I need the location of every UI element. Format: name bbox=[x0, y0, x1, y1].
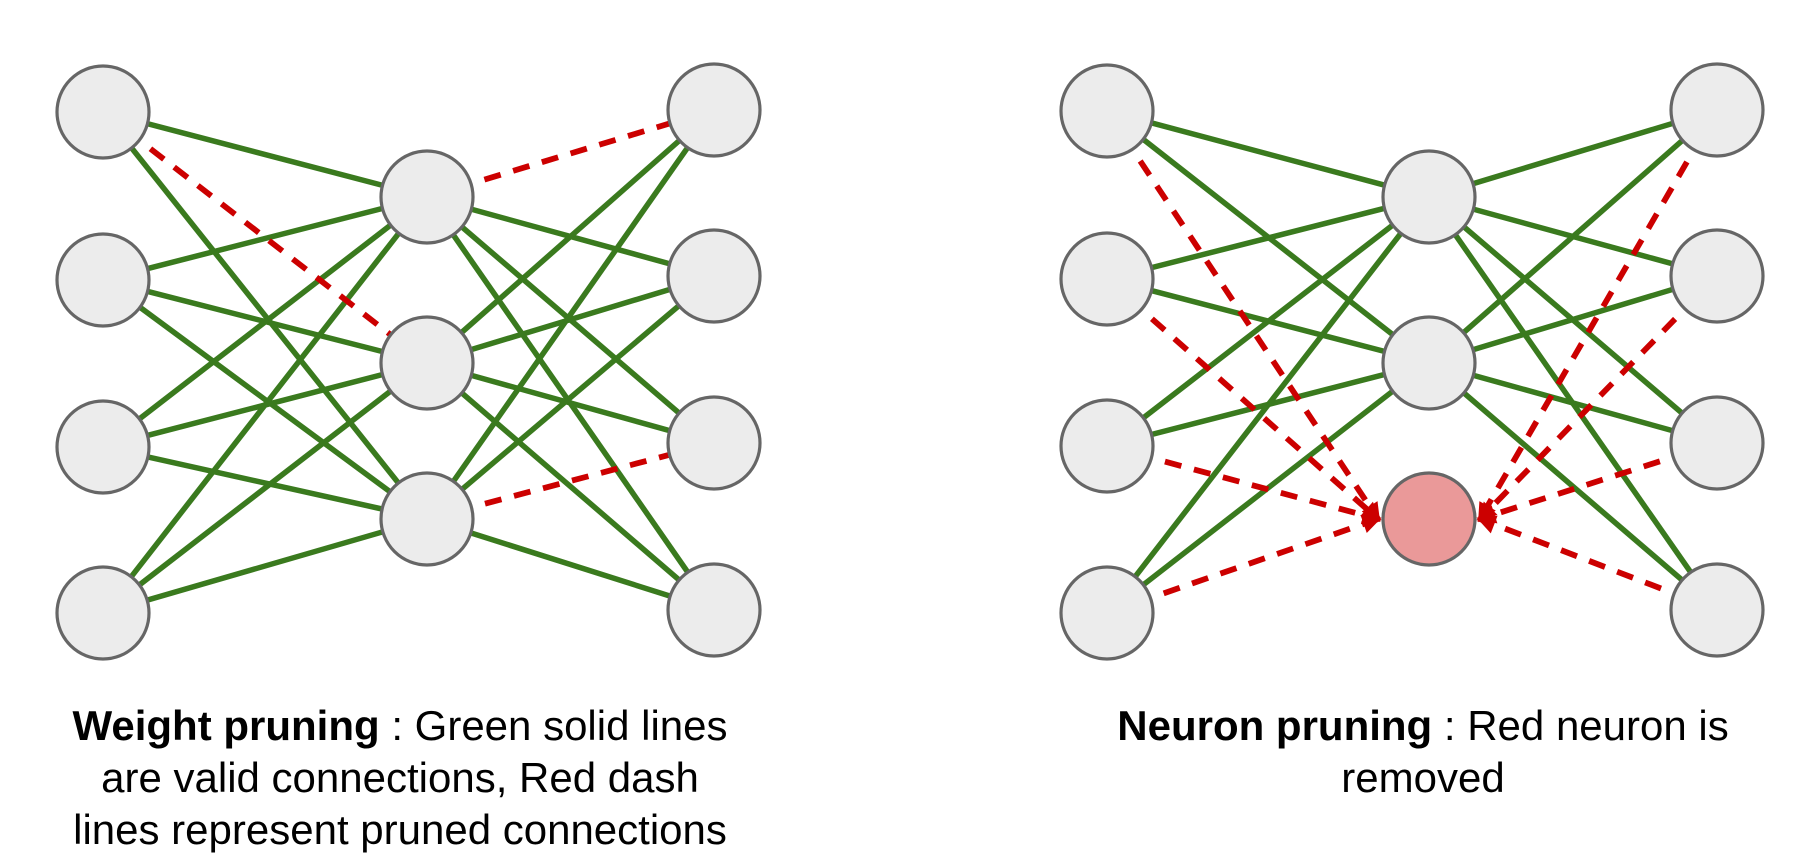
neuron-pruning-caption: Neuron pruning : Red neuron is removed bbox=[1073, 700, 1773, 804]
neuron-pruning-network bbox=[1059, 62, 1765, 661]
neuron-pruning-term: Neuron pruning bbox=[1117, 702, 1433, 749]
neuron-pruning-line2: removed bbox=[1341, 754, 1505, 801]
hidden-neuron-node bbox=[1381, 149, 1477, 245]
input-neuron-node bbox=[55, 565, 151, 661]
weight-pruning-caption: Weight pruning : Green solid lines are v… bbox=[50, 700, 750, 856]
weight-pruning-term: Weight pruning bbox=[72, 702, 380, 749]
valid-connection-line bbox=[1104, 195, 1432, 615]
pruned-connection-line bbox=[1477, 108, 1720, 523]
valid-connection-line bbox=[101, 277, 429, 522]
pruned-connection-line bbox=[426, 440, 715, 522]
valid-connection-line bbox=[1427, 107, 1719, 366]
output-neuron-node bbox=[666, 228, 762, 324]
valid-connection-line bbox=[102, 194, 428, 283]
weight-pruning-line1-rest: : Green solid lines bbox=[379, 702, 728, 749]
hidden-neuron-node bbox=[379, 315, 475, 411]
valid-connection-line bbox=[424, 108, 717, 521]
output-neuron-node bbox=[666, 62, 762, 158]
input-neuron-node bbox=[1059, 231, 1155, 327]
valid-connection-line bbox=[425, 273, 716, 522]
output-neuron-node bbox=[1669, 62, 1765, 158]
valid-connection-line bbox=[100, 195, 430, 615]
hidden-neuron-node bbox=[379, 149, 475, 245]
valid-connection-line bbox=[100, 110, 430, 521]
output-neuron-node bbox=[1669, 395, 1765, 491]
valid-connection-line bbox=[1106, 108, 1430, 200]
pruned-connection-line bbox=[1104, 109, 1381, 523]
input-neuron-node bbox=[55, 232, 151, 328]
valid-connection-line bbox=[425, 360, 716, 613]
output-neuron-node bbox=[666, 395, 762, 491]
neuron-pruning-line1-rest: : Red neuron is bbox=[1432, 702, 1729, 749]
pruned-connection-line bbox=[1477, 273, 1720, 522]
valid-connection-line bbox=[101, 360, 429, 616]
hidden-neuron-node bbox=[1381, 315, 1477, 411]
weight-pruning-line2: are valid connections, Red dash bbox=[101, 754, 699, 801]
valid-connection-line bbox=[426, 273, 715, 366]
weight-pruning-line3: lines represent pruned connections bbox=[73, 806, 727, 853]
input-neuron-node bbox=[1059, 63, 1155, 159]
weight-pruning-network bbox=[55, 62, 762, 661]
pruned-neuron-node bbox=[1381, 471, 1477, 567]
input-neuron-node bbox=[1059, 398, 1155, 494]
valid-connection-line bbox=[1428, 107, 1718, 200]
input-neuron-node bbox=[55, 64, 151, 160]
valid-connection-line bbox=[425, 107, 716, 366]
valid-connection-line bbox=[101, 194, 429, 450]
valid-connection-line bbox=[1428, 273, 1718, 366]
valid-connection-line bbox=[1428, 360, 1718, 446]
output-neuron-node bbox=[1669, 562, 1765, 658]
input-neuron-node bbox=[55, 399, 151, 495]
hidden-neuron-node bbox=[379, 471, 475, 567]
output-neuron-node bbox=[666, 562, 762, 658]
output-neuron-node bbox=[1669, 228, 1765, 324]
valid-connection-line bbox=[1105, 194, 1431, 449]
pruned-connection-line bbox=[426, 107, 715, 200]
valid-connection-line bbox=[1106, 194, 1430, 282]
valid-connection-line bbox=[102, 444, 428, 522]
pruned-connection-line bbox=[101, 109, 429, 366]
valid-connection-line bbox=[102, 109, 428, 200]
valid-connection-line bbox=[426, 516, 715, 613]
pruned-connection-line bbox=[1105, 276, 1381, 522]
input-neuron-node bbox=[1059, 565, 1155, 661]
valid-connection-line bbox=[102, 516, 428, 616]
valid-connection-line bbox=[426, 360, 715, 446]
